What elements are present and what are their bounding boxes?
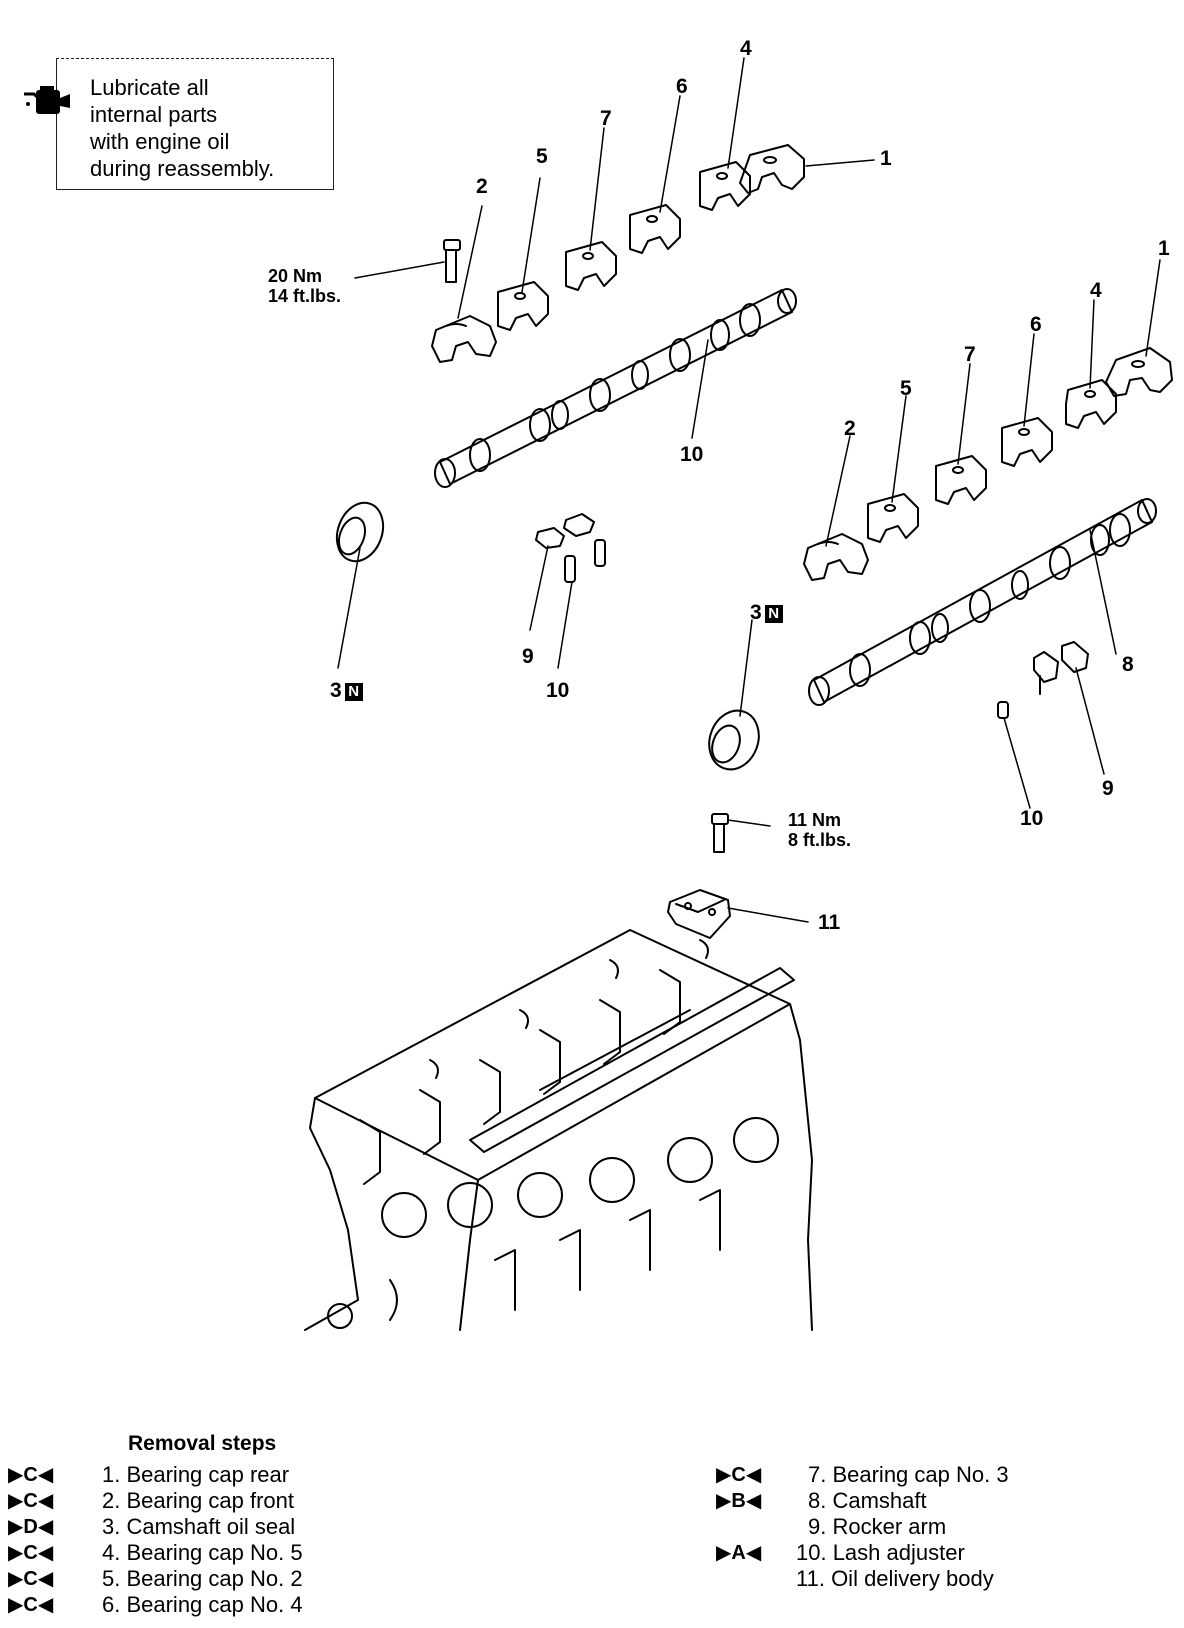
torque-ftlbs: 8 ft.lbs. [788,830,852,850]
lower-bearing-cap-1 [1105,347,1173,397]
callout-lower-9: 9 [1102,777,1114,800]
lower-bearing-cap-2 [803,533,869,581]
step-text: 1. Bearing cap rear [102,1462,290,1487]
step-text: 7. Bearing cap No. 3 [808,1462,1009,1487]
removal-steps-right: ▶C◀ 7. Bearing cap No. 3 ▶B◀ 8. Camshaft… [716,1462,1096,1592]
service-point-mark: ▶B◀ [716,1490,762,1512]
torque-ftlbs: 14 ft.lbs. [268,286,342,306]
step-row: 9. Rocker arm [716,1514,1096,1540]
callout-upper-5: 5 [536,145,548,168]
lubrication-note-text: Lubricate all internal parts with engine… [90,74,274,182]
step-text: 11. Oil delivery body [796,1566,994,1591]
leader-lines [337,57,1161,923]
torque-nm: 11 Nm [788,810,842,830]
step-row: ▶C◀ 5. Bearing cap No. 2 [8,1566,388,1592]
lower-bearing-cap-7 [935,455,987,505]
callout-lower-5: 5 [900,377,912,400]
callout-left-rocker-9: 9 [522,645,534,668]
new-part-badge: N [344,683,363,701]
lower-bearing-cap-4 [1065,379,1117,429]
left-lash-adjusters [564,539,606,583]
callout-left-adjuster-10: 10 [546,679,570,702]
removal-steps-title: Removal steps [128,1432,277,1455]
step-text: 3. Camshaft oil seal [102,1514,296,1539]
step-row: ▶C◀ 6. Bearing cap No. 4 [8,1592,388,1618]
callout-upper-10: 10 [680,443,704,466]
upper-torque-spec: 20 Nm 14 ft.lbs. [268,266,341,306]
upper-bearing-cap-6 [629,204,681,254]
upper-bolt [443,239,461,283]
callout-number: 3 [750,601,762,624]
callout-oil-delivery-body-11: 11 [818,911,841,934]
left-camshaft-oil-seal [335,501,385,563]
lower-torque-spec: 11 Nm 8 ft.lbs. [788,810,851,850]
note-line: internal parts [90,102,218,127]
step-row: ▶A◀ 10. Lash adjuster [716,1540,1096,1566]
lower-bolt [711,813,729,853]
upper-bearing-cap-1 [739,144,805,194]
step-text: 4. Bearing cap No. 5 [102,1540,303,1565]
callout-upper-1: 1 [880,147,892,170]
lower-bearing-cap-5 [867,493,919,543]
new-part-badge: N [764,605,783,623]
callout-upper-4: 4 [740,37,752,60]
step-row: ▶C◀ 1. Bearing cap rear [8,1462,388,1488]
service-point-mark: ▶C◀ [716,1464,762,1486]
oil-can-icon [24,86,70,114]
callout-lower-2: 2 [844,417,856,440]
upper-bearing-cap-7 [565,241,617,291]
note-line: during reassembly. [90,156,275,181]
removal-steps-left: ▶C◀ 1. Bearing cap rear ▶C◀ 2. Bearing c… [8,1462,388,1618]
callout-upper-2: 2 [476,175,488,198]
lubrication-note-box [56,58,334,190]
service-point-mark: ▶C◀ [8,1568,54,1590]
upper-bearing-cap-2 [431,315,497,363]
callout-lower-7: 7 [964,343,976,366]
step-row: ▶C◀ 2. Bearing cap front [8,1488,388,1514]
callout-number: 3 [330,679,342,702]
step-text: 9. Rocker arm [808,1514,947,1539]
callout-lower-6: 6 [1030,313,1042,336]
callout-lower-4: 4 [1090,279,1102,302]
right-lash-adjuster [997,701,1009,719]
service-point-mark: ▶C◀ [8,1542,54,1564]
service-point-mark: ▶D◀ [8,1516,54,1538]
right-camshaft-oil-seal [708,709,760,771]
callout-upper-6: 6 [676,75,688,98]
upper-camshaft [434,288,797,488]
service-point-mark: ▶C◀ [8,1490,54,1512]
callout-lower-1: 1 [1158,237,1170,260]
left-rocker-arms [535,513,595,549]
step-row: 11. Oil delivery body [716,1566,1096,1592]
step-row: ▶C◀ 4. Bearing cap No. 5 [8,1540,388,1566]
upper-bearing-cap-4 [699,161,751,211]
cylinder-head [304,929,813,1331]
upper-bearing-cap-5 [497,281,549,331]
oil-delivery-body [667,889,731,939]
lower-bearing-cap-6 [1001,417,1053,467]
note-line: with engine oil [90,129,230,154]
right-rocker-arms [1033,641,1089,695]
service-point-mark: ▶A◀ [716,1542,762,1564]
service-point-mark: ▶C◀ [8,1464,54,1486]
service-point-mark: ▶C◀ [8,1594,54,1616]
torque-nm: 20 Nm [268,266,323,286]
step-text: 10. Lash adjuster [796,1540,965,1565]
step-text: 8. Camshaft [808,1488,927,1513]
step-text: 6. Bearing cap No. 4 [102,1592,303,1617]
step-row: ▶B◀ 8. Camshaft [716,1488,1096,1514]
step-row: ▶C◀ 7. Bearing cap No. 3 [716,1462,1096,1488]
callout-lower-10: 10 [1020,807,1044,830]
callout-lower-8: 8 [1122,653,1134,676]
step-text: 2. Bearing cap front [102,1488,295,1513]
step-row: ▶D◀ 3. Camshaft oil seal [8,1514,388,1540]
note-line: Lubricate all [90,75,209,100]
callout-upper-7: 7 [600,107,612,130]
step-text: 5. Bearing cap No. 2 [102,1566,303,1591]
lower-camshaft [808,498,1157,706]
